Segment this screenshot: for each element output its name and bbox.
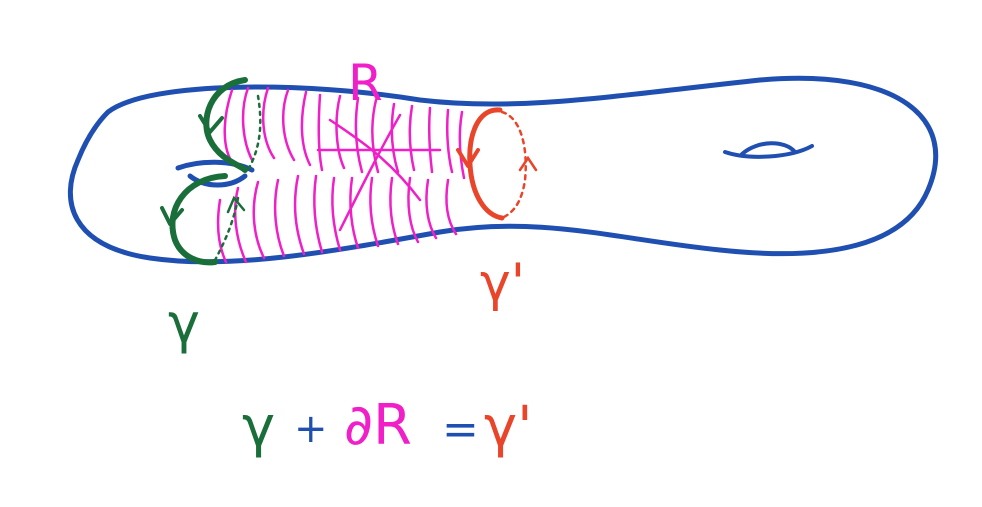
- gamma-dashed-arrow: [226, 195, 246, 214]
- gamma-arrow-upper: [198, 114, 224, 134]
- right-hole-upper: [723, 144, 814, 159]
- gamma-prime-arrow: [456, 148, 480, 168]
- label-region-r: R: [348, 54, 383, 112]
- gamma-arrow-lower: [160, 206, 184, 226]
- left-hole-lower: [187, 173, 248, 188]
- equation-gamma-prime: γ': [484, 395, 533, 460]
- gamma-prime-curve: [467, 107, 527, 221]
- gamma-curve: [169, 77, 262, 266]
- gamma-prime-dashed-arrow: [518, 155, 538, 172]
- label-gamma-prime: γ': [480, 253, 525, 313]
- equation-plus: +: [294, 406, 328, 452]
- equation-equals: =: [442, 404, 479, 455]
- surface-outline: [67, 75, 939, 265]
- right-hole-lower: [740, 141, 797, 156]
- label-gamma: γ: [168, 292, 200, 355]
- region-r-hatching: [216, 86, 466, 264]
- equation: γ + ∂R = γ': [242, 393, 533, 460]
- equation-boundary-r: ∂R: [344, 393, 412, 458]
- equation-gamma: γ: [242, 395, 275, 460]
